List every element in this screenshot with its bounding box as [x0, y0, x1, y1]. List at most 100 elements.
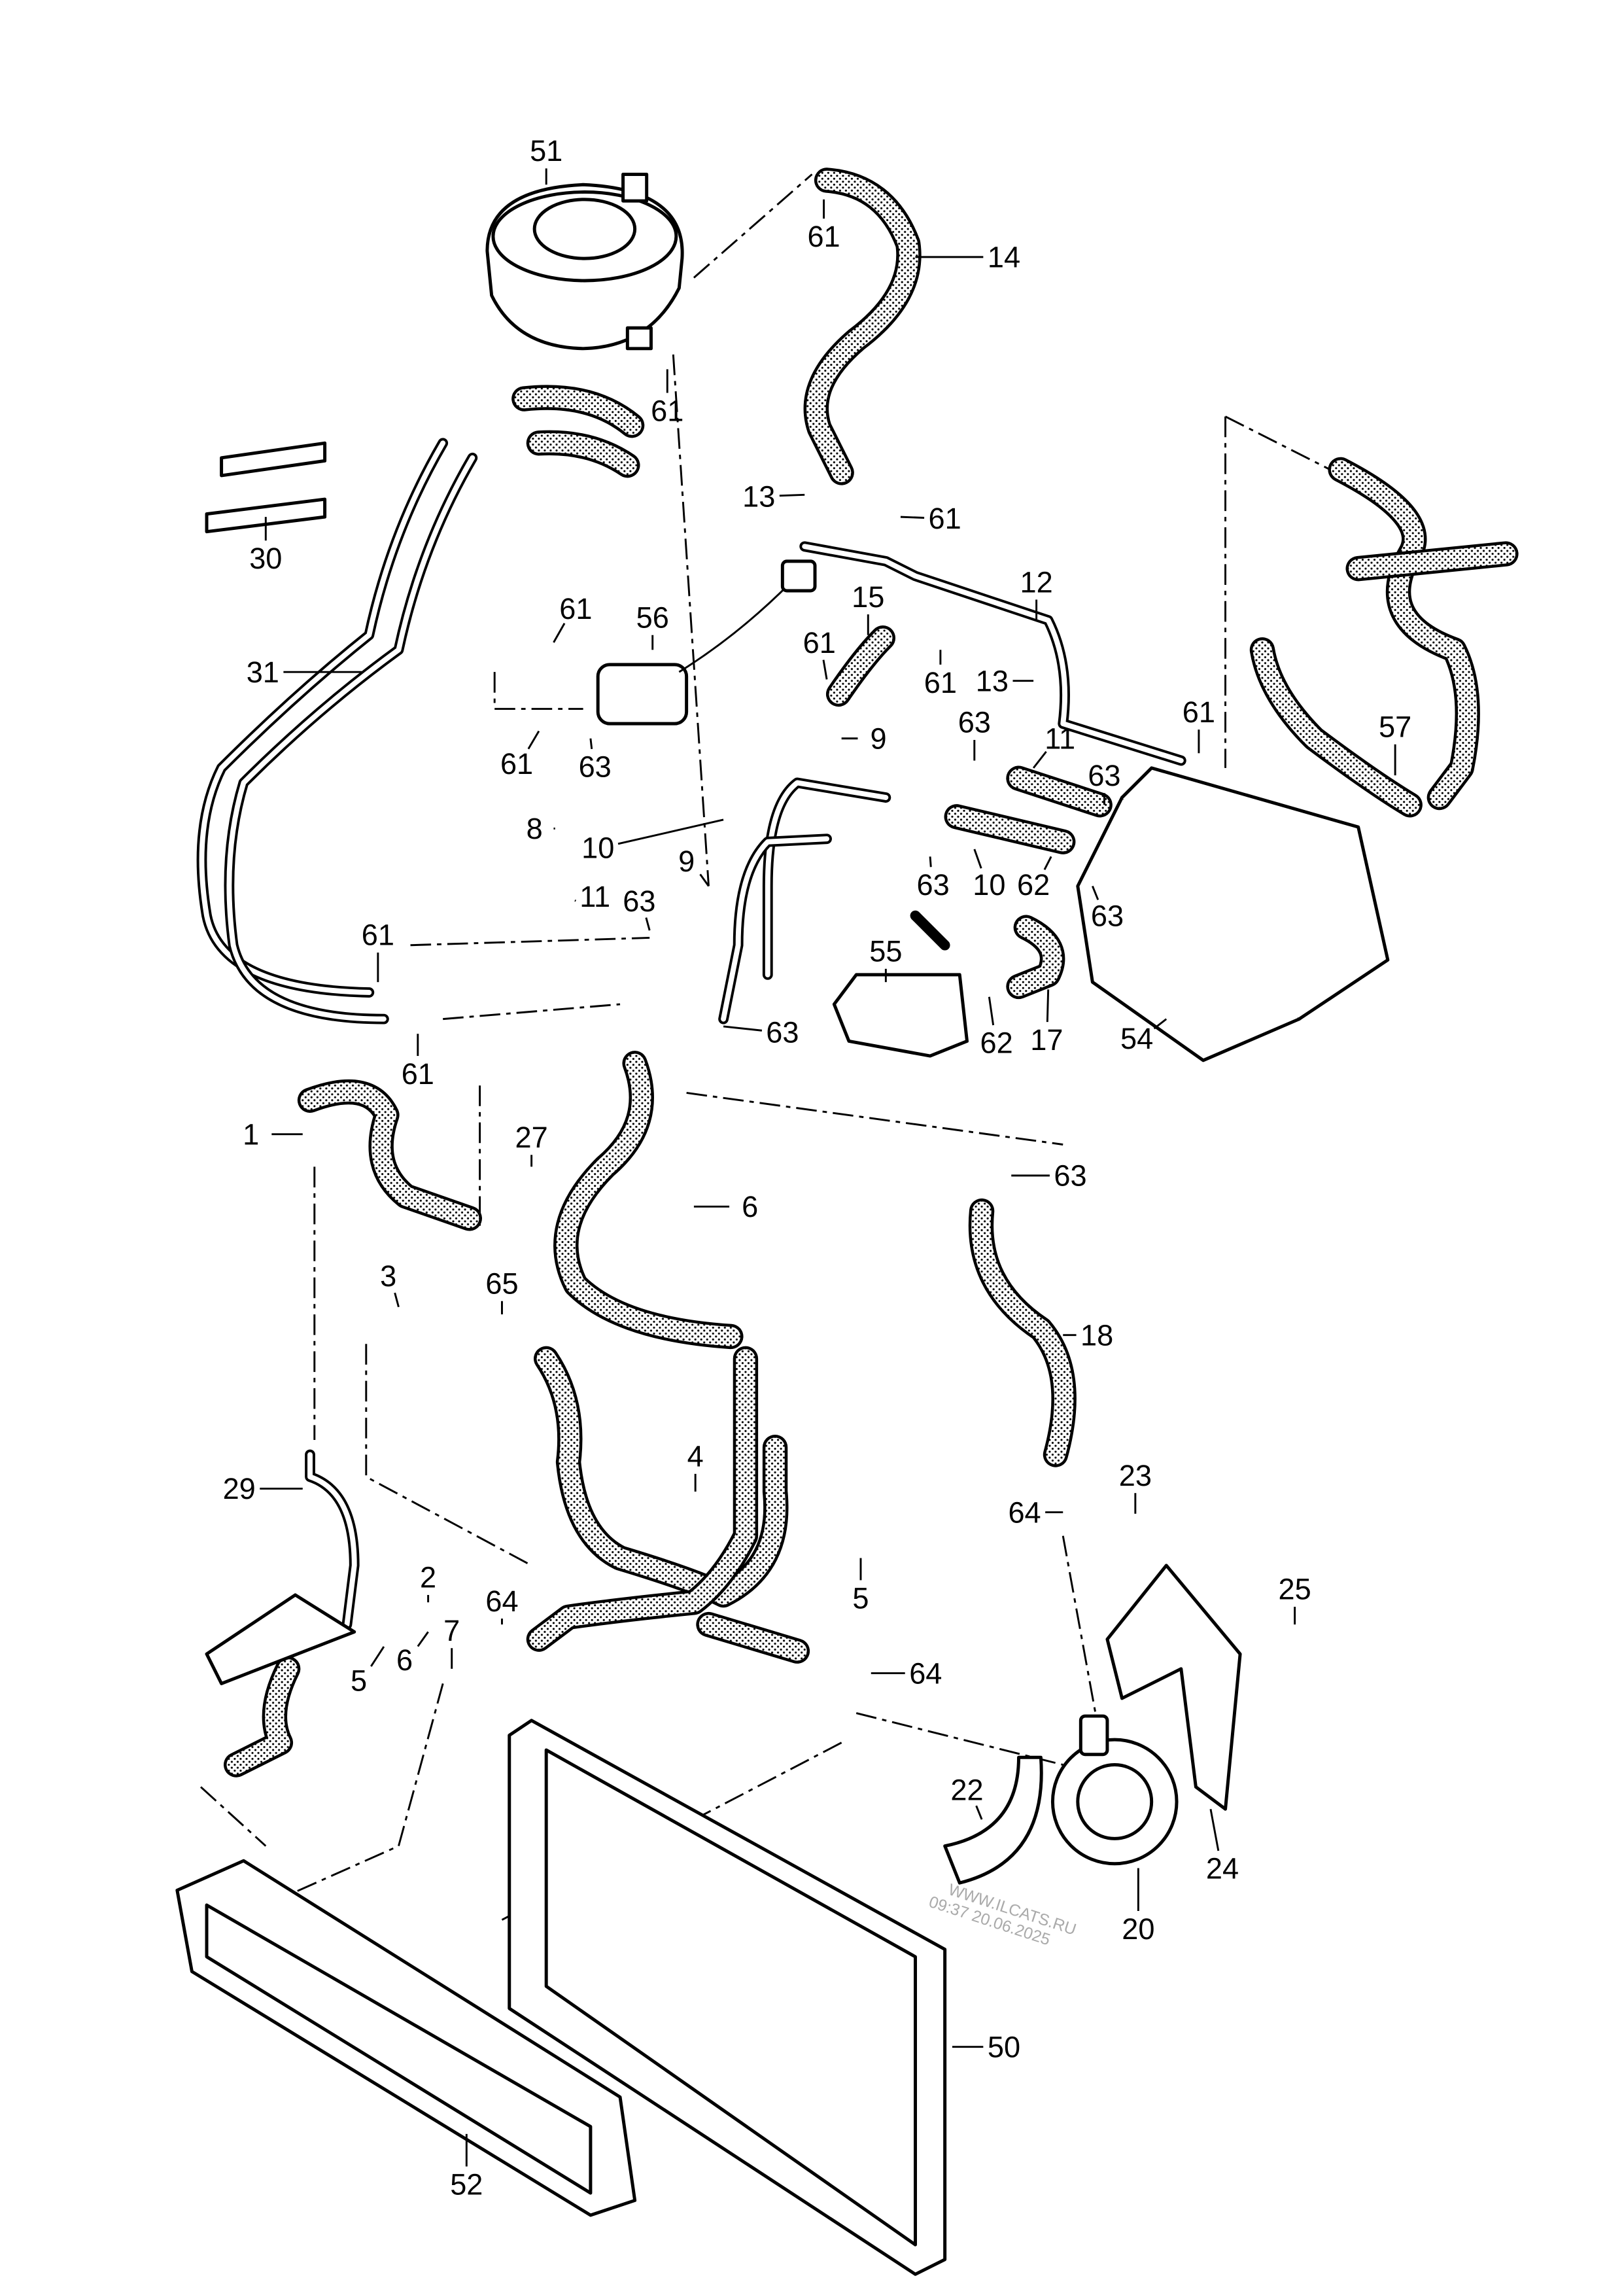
callout-1: 1 — [243, 1117, 303, 1151]
callout-number: 11 — [579, 880, 610, 913]
callout-number: 55 — [869, 935, 902, 968]
leader-line — [973, 849, 982, 869]
leader-line — [988, 996, 995, 1026]
callout-number: 61 — [559, 592, 592, 625]
callout-number: 30 — [249, 542, 282, 575]
leader-line — [1046, 989, 1050, 1023]
leader-line — [723, 1025, 763, 1032]
callout-61: 61 — [402, 1034, 434, 1091]
callout-number: 5 — [852, 1581, 869, 1615]
callout-63: 63 — [579, 738, 612, 783]
callout-number: 27 — [515, 1121, 548, 1154]
callout-63: 63 — [723, 1016, 799, 1049]
callout-3: 3 — [380, 1259, 400, 1308]
callout-number: 11 — [1045, 722, 1075, 756]
callout-number: 13 — [742, 480, 775, 513]
callout-6: 6 — [396, 1631, 429, 1677]
callout-61: 61 — [553, 592, 592, 643]
callout-number: 56 — [636, 601, 669, 634]
callout-23: 23 — [1119, 1459, 1152, 1514]
leader-line — [574, 900, 576, 902]
leader-line — [1209, 1808, 1220, 1851]
leader-line — [929, 856, 932, 867]
callout-63: 63 — [623, 885, 656, 931]
callout-number: 4 — [687, 1440, 704, 1473]
callout-number: 63 — [1054, 1159, 1086, 1193]
callout-61: 61 — [807, 199, 840, 253]
callout-5: 5 — [351, 1646, 385, 1698]
callout-22: 22 — [950, 1774, 984, 1820]
callout-31: 31 — [247, 656, 362, 689]
callout-number: 62 — [1017, 868, 1050, 902]
callout-number: 54 — [1120, 1022, 1153, 1055]
hoses — [223, 167, 1519, 1778]
callout-61: 61 — [924, 650, 957, 699]
callout-number: 2 — [420, 1561, 436, 1594]
leader-line — [645, 917, 651, 931]
callout-number: 15 — [852, 580, 884, 614]
callout-number: 22 — [950, 1774, 983, 1807]
leader-line — [617, 818, 724, 845]
callout-10: 10 — [581, 818, 724, 865]
watermark: WWW.ILCATS.RU 09:37 20.06.2025 — [927, 1881, 1079, 1949]
callout-51: 51 — [530, 134, 562, 185]
callout-54: 54 — [1120, 1018, 1167, 1055]
callout-9: 9 — [841, 722, 887, 756]
callout-number: 6 — [742, 1190, 758, 1223]
callout-63: 63 — [1088, 759, 1121, 805]
callout-11: 11 — [1032, 722, 1075, 769]
callout-61: 61 — [900, 502, 961, 535]
callout-55: 55 — [869, 935, 902, 983]
leader-line — [822, 659, 828, 680]
callout-8: 8 — [527, 812, 555, 845]
leader-line — [553, 623, 566, 643]
leader-line — [1153, 1018, 1167, 1030]
leader-line — [527, 730, 540, 750]
callout-4: 4 — [687, 1440, 704, 1492]
callout-57: 57 — [1379, 710, 1411, 776]
callout-65: 65 — [485, 1267, 519, 1315]
callout-number: 29 — [223, 1472, 256, 1505]
leader-line — [1092, 885, 1099, 900]
callout-20: 20 — [1122, 1868, 1154, 1946]
callout-61: 61 — [1183, 695, 1215, 754]
callout-15: 15 — [852, 580, 884, 635]
leader-line — [394, 1292, 400, 1308]
callout-number: 63 — [1091, 899, 1124, 932]
callout-number: 7 — [443, 1614, 460, 1647]
callout-29: 29 — [223, 1472, 303, 1505]
callout-63: 63 — [1011, 1159, 1087, 1193]
callout-24: 24 — [1206, 1808, 1239, 1885]
callout-64: 64 — [871, 1656, 942, 1690]
callout-64: 64 — [485, 1585, 519, 1625]
callout-number: 20 — [1122, 1912, 1154, 1946]
callout-11: 11 — [574, 880, 610, 913]
leader-line — [1032, 750, 1047, 769]
callout-25: 25 — [1279, 1573, 1311, 1625]
leader-line — [699, 873, 710, 887]
callout-number: 61 — [651, 394, 683, 427]
callout-number: 10 — [581, 832, 614, 865]
leader-line — [417, 1631, 429, 1647]
callout-7: 7 — [443, 1614, 460, 1669]
callout-number: 57 — [1379, 710, 1411, 743]
callout-number: 63 — [958, 706, 991, 739]
callout-64: 64 — [1008, 1496, 1063, 1529]
callout-number: 61 — [500, 747, 533, 780]
callout-number: 65 — [485, 1267, 518, 1300]
callout-number: 63 — [623, 885, 655, 918]
callout-52: 52 — [450, 2133, 483, 2201]
callout-6: 6 — [693, 1190, 758, 1223]
callout-63: 63 — [958, 706, 991, 761]
callout-number: 12 — [1020, 565, 1053, 599]
callout-12: 12 — [1020, 565, 1053, 621]
callout-13: 13 — [742, 480, 805, 513]
callout-61: 61 — [500, 730, 540, 780]
callout-number: 9 — [678, 845, 695, 878]
callout-number: 52 — [450, 2167, 483, 2201]
callout-number: 8 — [527, 812, 543, 845]
callout-50: 50 — [952, 2030, 1020, 2063]
radiators — [175, 1719, 947, 2276]
